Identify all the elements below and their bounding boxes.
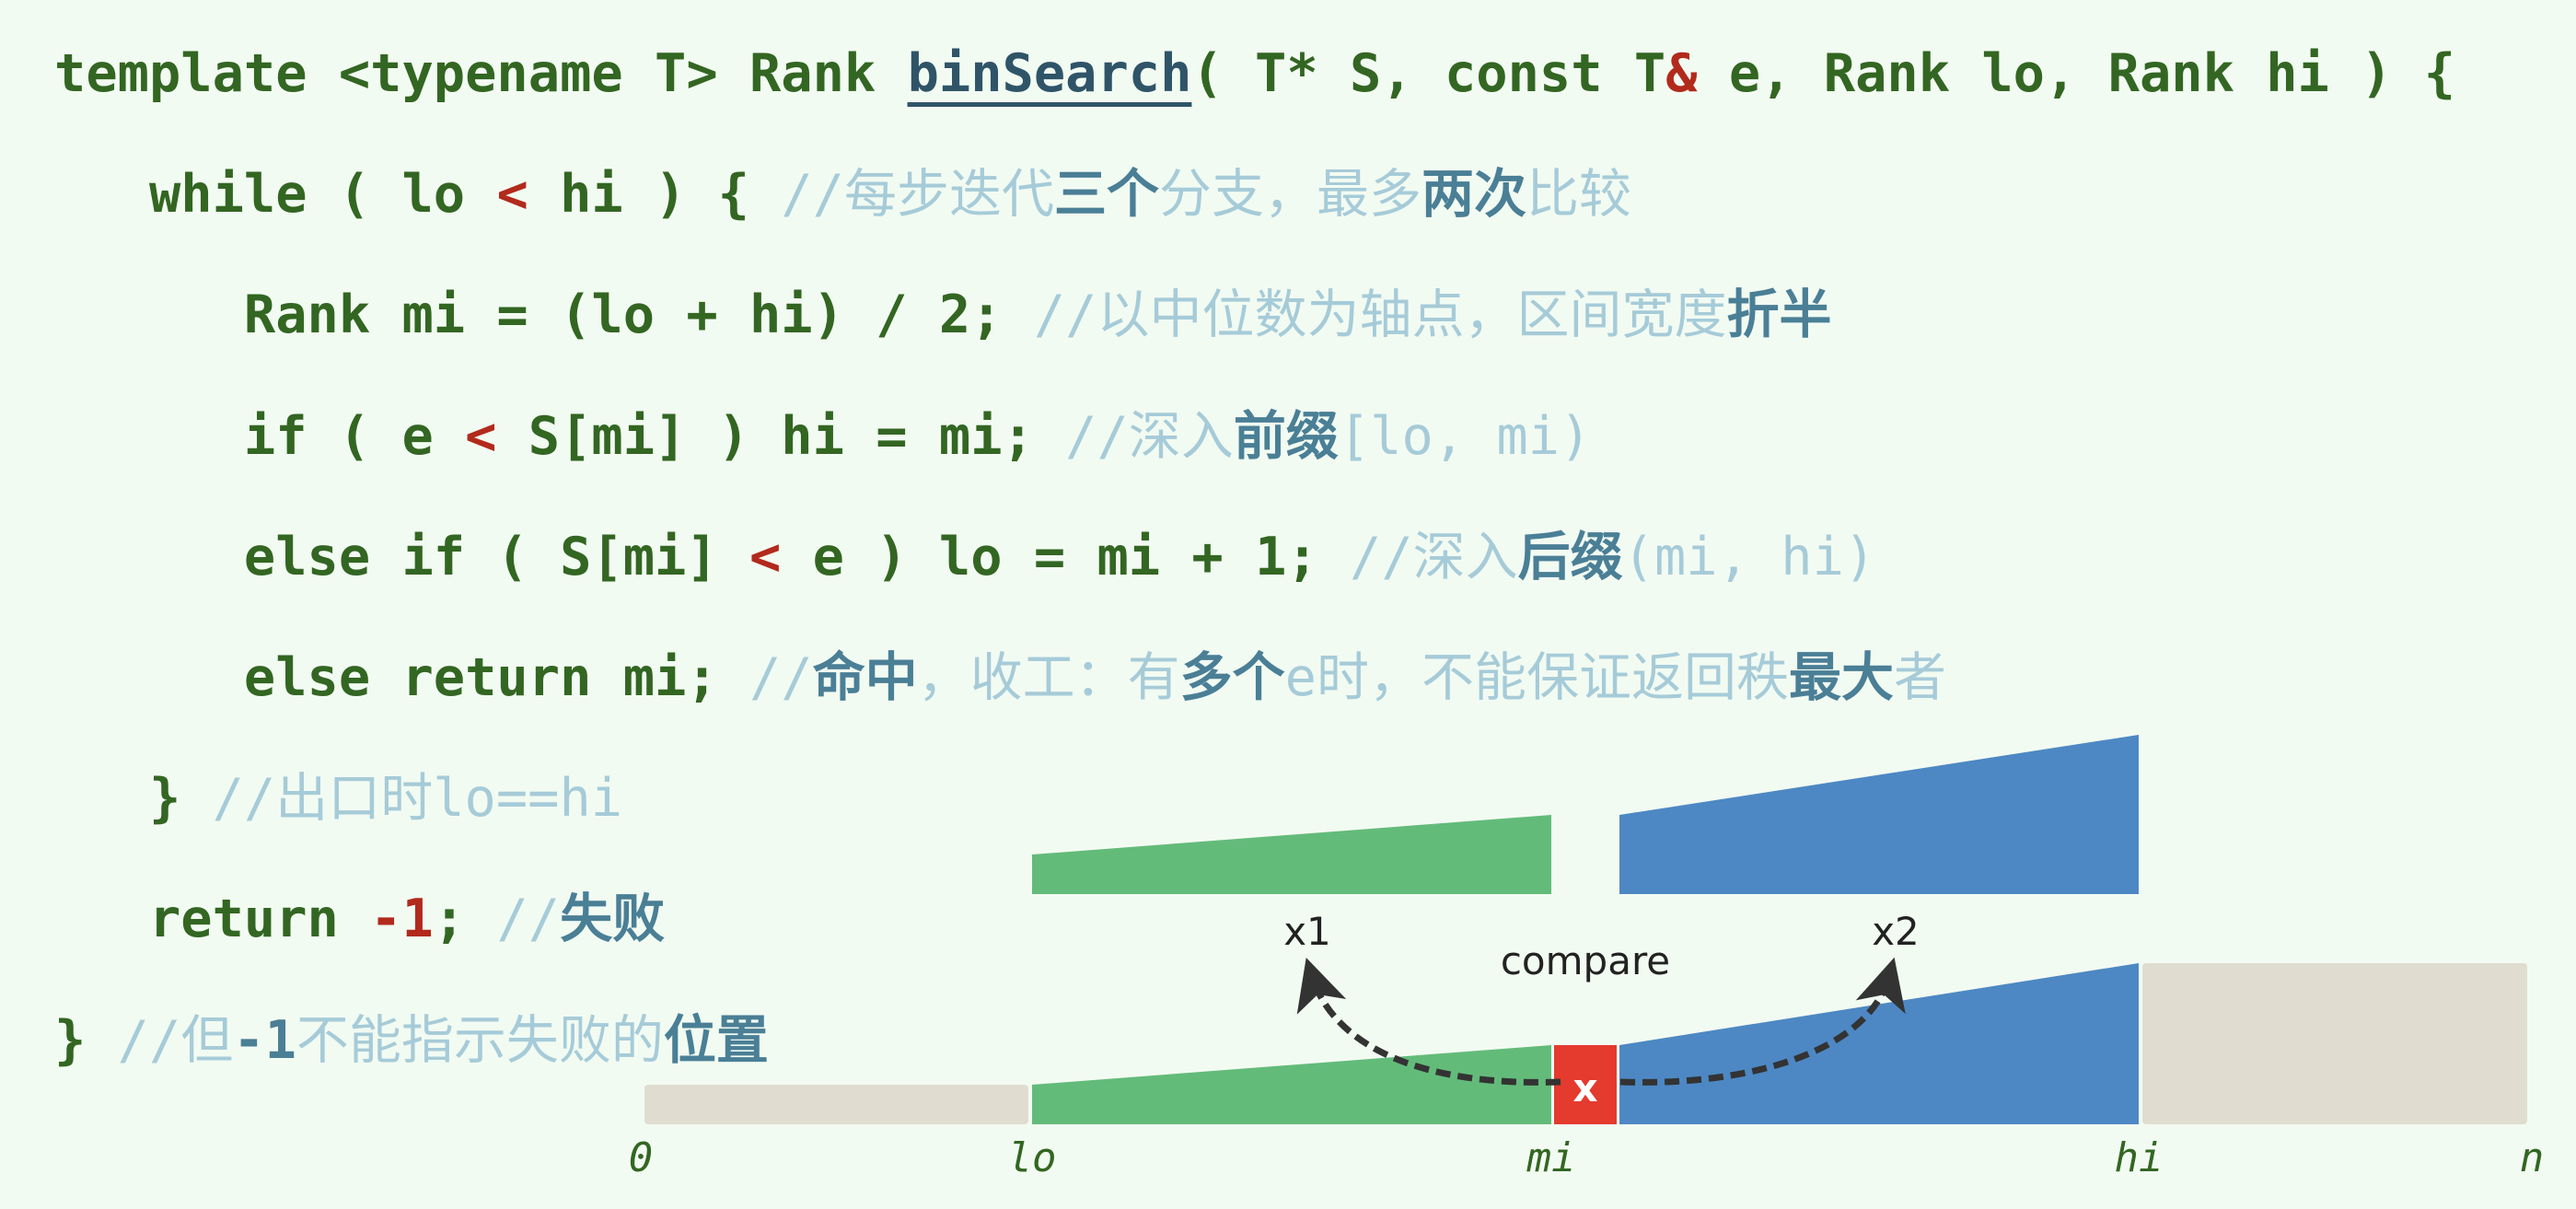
axis-label-n: n [2520,1134,2545,1181]
code-line: if ( e < S[mi] ) hi = mi; //深入前缀[lo, mi) [54,400,2455,520]
code-comment: (mi, hi) [1622,526,1876,587]
axis-label-hi: hi [2115,1134,2164,1181]
code-comment: //深入 [1350,526,1518,587]
code-line: template <typename T> Rank binSearch( T*… [54,37,2455,157]
code-comment: // [496,889,561,950]
outside-left-block [644,1085,1028,1124]
code-comment: 位置 [663,1009,769,1071]
code-comment: 比较 [1526,164,1631,226]
code-token: } [54,1009,118,1071]
code-line: } //但-1不能指示失败的位置 [54,1004,2455,1124]
code-comment: //每步迭代 [781,164,1054,226]
code-comment: //但 [117,1009,234,1071]
code-token: S[mi] ) hi = mi; [496,405,1066,467]
code-comment: -1 [233,1009,296,1071]
code-comment: [lo, mi) [1338,405,1592,467]
code-token: while ( lo [54,164,497,226]
prefix-block [1032,1045,1551,1124]
axis-label-mi: mi [1526,1134,1576,1181]
upper-suffix-block [1619,735,2139,894]
code-comment: //深入 [1065,405,1234,467]
arrow-to-suffix [1619,957,1906,1086]
code-comment: // [748,646,813,708]
code-token: Rank mi = (lo + hi) / 2; [54,285,1034,346]
code-comment: 最大 [1788,646,1894,708]
code-token: template <typename T> Rank [54,43,908,104]
code-comment: //以中位数为轴点，区间宽度 [1033,285,1727,346]
code-comment: 不能指示失败的 [296,1009,664,1071]
axis-label-lo: lo [1008,1134,1057,1181]
code-comment: ，收工：有 [917,646,1180,708]
code-line: } //出口时lo==hi [54,761,2455,882]
suffix-block [1619,963,2139,1124]
code-comment: 分支，最多 [1158,164,1421,226]
compare-label: compare [1501,938,1670,983]
pivot-block [1554,1045,1617,1124]
function-name: binSearch [907,43,1192,104]
code-comment: 多个 [1179,646,1285,708]
code-token: else return mi; [54,646,749,708]
code-token: ; [433,889,497,950]
upper-prefix-block [1032,815,1551,894]
code-token: -1 [370,889,434,950]
code-line: return -1; //失败 [54,882,2455,1003]
code-comment: 命中 [812,646,918,708]
code-token: e ) lo = mi + 1; [781,526,1351,587]
code-comment: //出口时lo==hi [212,768,623,830]
code-comment: e时，不能保证返回秩 [1284,646,1789,708]
axis-label-0: 0 [629,1134,654,1181]
code-token: else if ( S[mi] [54,526,749,587]
code-line: else return mi; //命中，收工：有多个e时，不能保证返回秩最大者 [54,641,2455,761]
code-token: ( T* S, const T [1191,43,1666,104]
code-token: < [465,405,497,467]
code-token: if ( e [54,405,466,467]
code-comment: 折半 [1726,285,1832,346]
code-comment: 后缀 [1517,526,1623,587]
code-token: < [748,526,782,587]
code-token: } [54,768,213,830]
code-comment: 失败 [560,889,666,950]
code-comment: 者 [1893,646,1946,708]
code-line: while ( lo < hi ) { //每步迭代三个分支，最多两次比较 [54,157,2455,278]
code-comment: 两次 [1421,164,1526,226]
x1-label: x1 [1283,909,1331,954]
arrow-to-prefix [1296,957,1561,1086]
code-token: < [496,164,528,226]
pivot-label: x [1572,1065,1597,1110]
x2-label: x2 [1872,909,1920,954]
code-token: e, Rank lo, Rank hi ) { [1697,43,2456,104]
code-comment: 前缀 [1233,405,1339,467]
code-line: Rank mi = (lo + hi) / 2; //以中位数为轴点，区间宽度折… [54,278,2455,399]
outside-right-block [2142,963,2527,1124]
code-token: return [54,889,371,950]
code-listing: template <typename T> Rank binSearch( T*… [54,37,2455,1124]
code-token: & [1665,43,1698,104]
code-token: hi ) { [528,164,782,226]
code-comment: 三个 [1053,164,1159,226]
code-line: else if ( S[mi] < e ) lo = mi + 1; //深入后… [54,520,2455,641]
